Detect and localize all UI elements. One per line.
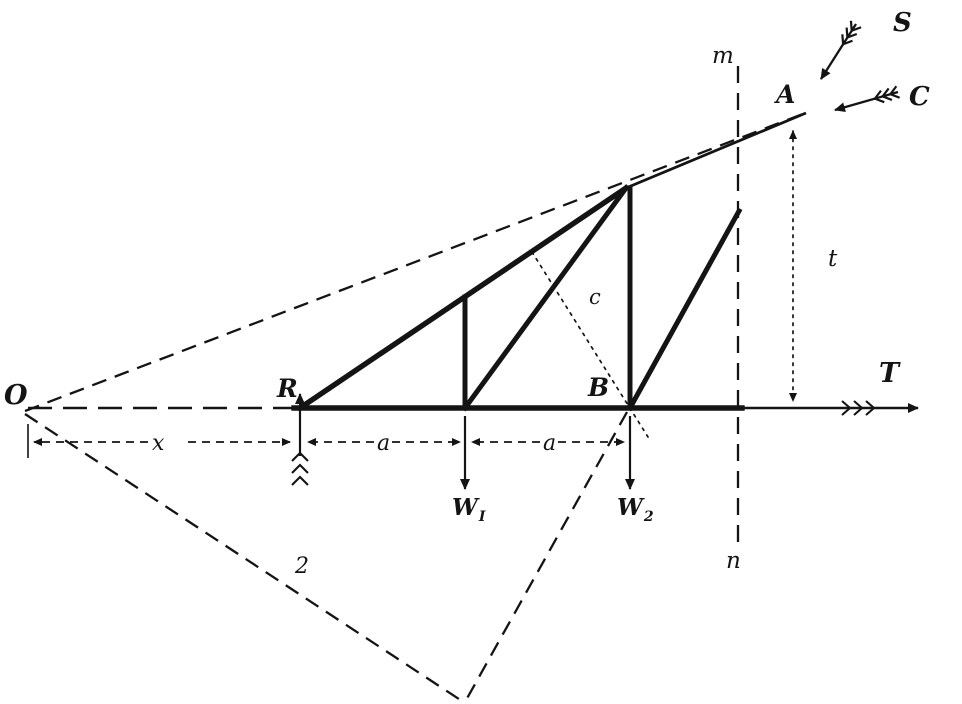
label-A: A	[774, 80, 795, 109]
label-c: c	[589, 285, 601, 309]
hatch-marks-on-T-line	[841, 400, 876, 416]
label-W1-base: W	[452, 494, 480, 521]
truss-members	[291, 111, 807, 412]
label-C: C	[909, 82, 930, 112]
label-a-left: a	[377, 431, 390, 456]
label-O: O	[4, 380, 28, 411]
diagonal-extension-line-through-B	[463, 411, 629, 703]
label-W2-base: W	[617, 494, 645, 521]
label-a-right: a	[543, 431, 556, 456]
label-R: R	[276, 374, 298, 403]
label-x: x	[152, 431, 165, 456]
label-W2-subscript: 2	[643, 509, 654, 525]
label-S: S	[893, 8, 912, 38]
diagonal-member-1	[461, 184, 630, 412]
label-m: m	[712, 43, 734, 69]
label-t: t	[828, 246, 838, 272]
construction-line-O-to-A	[24, 110, 809, 413]
force-arrows	[291, 20, 919, 490]
label-2-on-lower-line: 2	[294, 554, 309, 579]
label-W2: W2	[617, 494, 654, 525]
label-T: T	[879, 358, 901, 389]
label-n: n	[726, 548, 741, 574]
support-hatch-marks-below-R	[291, 451, 309, 486]
top-chord-extension-to-A	[625, 111, 807, 190]
force-arrow-S	[820, 20, 862, 80]
diagonal-member-2	[626, 207, 743, 412]
force-arrow-C	[834, 85, 901, 113]
label-W1: WI	[452, 494, 486, 525]
construction-line-O-lower	[24, 413, 463, 702]
labels: O R B A T S C m n t c x a a 2 WI W2	[4, 8, 930, 579]
label-B: B	[587, 373, 609, 402]
label-W1-subscript: I	[478, 509, 486, 525]
construction-lines	[24, 66, 809, 703]
